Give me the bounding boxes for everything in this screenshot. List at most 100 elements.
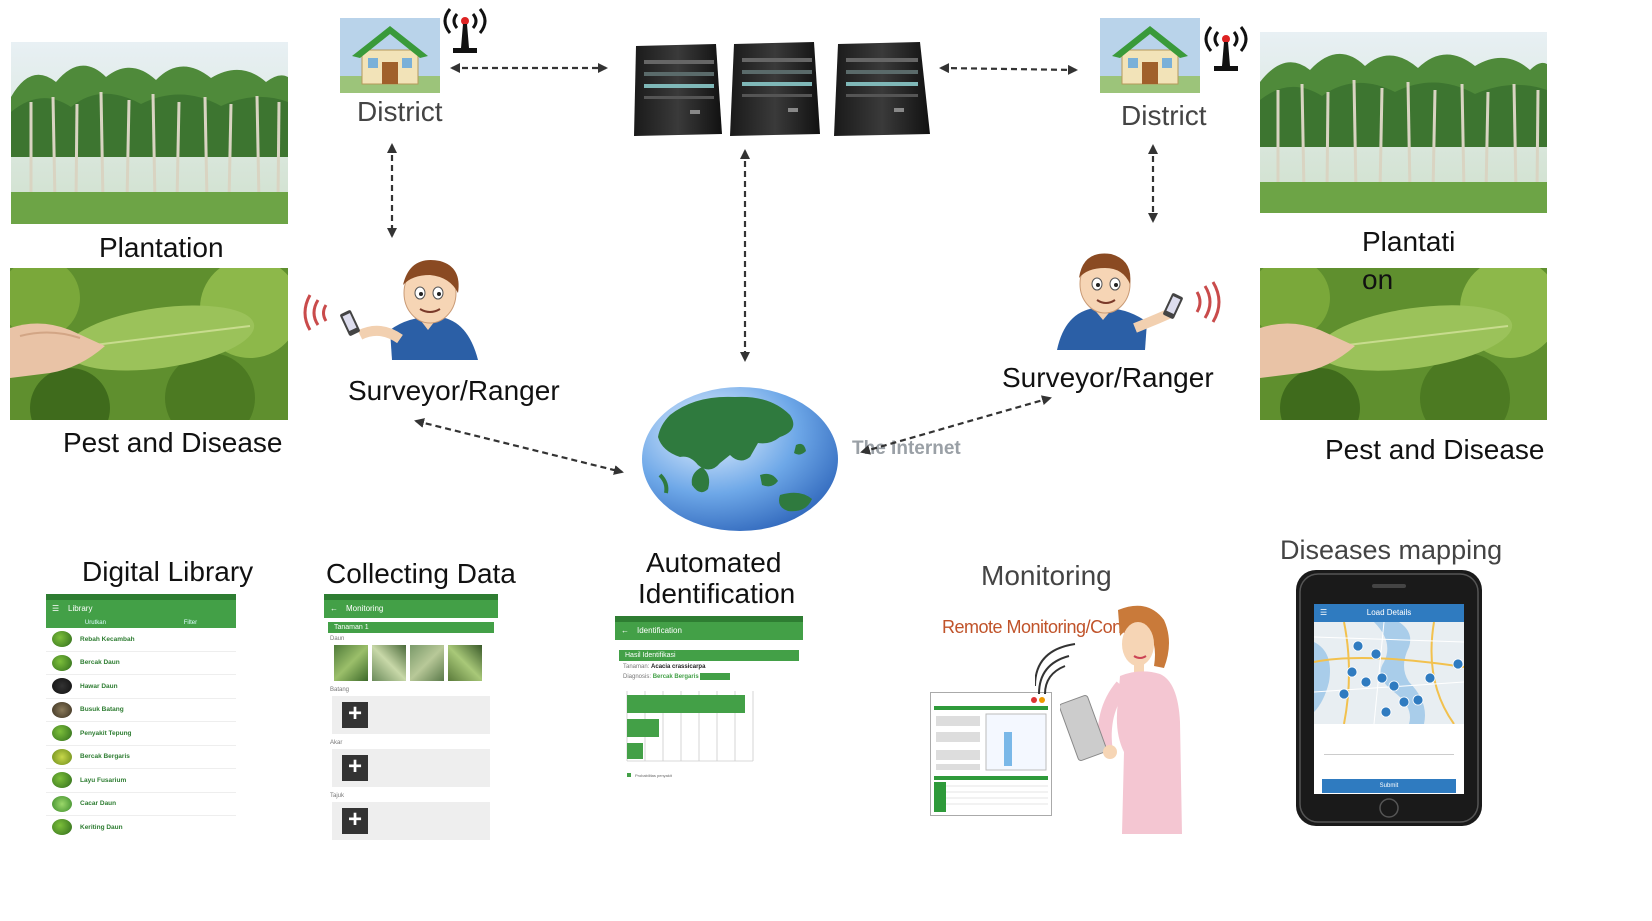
- list-item[interactable]: Rebah Kecambah: [46, 628, 236, 652]
- map-marker-icon: [1338, 688, 1350, 700]
- map-marker-icon: [1360, 676, 1372, 688]
- pest-disease-photo-right: [1260, 268, 1547, 420]
- mapping-screen: ☰ Load Details Submit: [1314, 604, 1464, 794]
- add-tajuk-photo[interactable]: +: [332, 802, 490, 840]
- plus-icon: +: [342, 702, 368, 728]
- leaf-thumbnail: [52, 725, 72, 742]
- leaf-photo[interactable]: [372, 645, 406, 681]
- list-item[interactable]: Penyakit Tepung: [46, 722, 236, 746]
- leaf-photo[interactable]: [334, 645, 368, 681]
- leaf-photo[interactable]: [410, 645, 444, 681]
- map-marker-icon: [1388, 680, 1400, 692]
- plantation-label-right-line2: on: [1362, 264, 1394, 295]
- pest-disease-label-right: Pest and Disease: [1325, 434, 1545, 465]
- library-title: Library: [68, 604, 93, 613]
- disease-location-markers: [1338, 640, 1464, 718]
- leaf-thumbnail: [52, 819, 72, 836]
- leaf-thumbnail: [52, 701, 72, 718]
- list-item[interactable]: Keriting Daun: [46, 816, 236, 837]
- library-tabs: Urutkan Filter: [46, 618, 236, 628]
- field-label-batang: Batang: [330, 687, 350, 693]
- menu-icon[interactable]: ☰: [1320, 608, 1328, 617]
- leaf-thumbnail: [52, 772, 72, 789]
- antenna-icon-right: [1198, 22, 1254, 74]
- district-label-left: District: [357, 96, 443, 127]
- back-arrow-icon[interactable]: ←: [330, 604, 338, 613]
- tab-urutkan[interactable]: Urutkan: [84, 620, 106, 626]
- section-tanaman: Tanaman 1: [328, 622, 494, 633]
- bar-bercak-bergaris: [627, 695, 745, 714]
- district-house-icon-left: [340, 18, 440, 93]
- leaf-thumbnail: [52, 748, 72, 765]
- section-hasil: Hasil Identifikasi: [619, 650, 799, 661]
- surveyor-figure-left: [300, 255, 480, 360]
- mapping-appbar: ☰ Load Details: [1314, 604, 1464, 622]
- pest-disease-photo-left: [10, 268, 288, 420]
- location-input[interactable]: [1324, 740, 1454, 755]
- plus-icon: +: [342, 755, 368, 781]
- back-arrow-icon[interactable]: ←: [621, 626, 629, 635]
- map-marker-icon: [1370, 648, 1382, 660]
- list-item[interactable]: Cacar Daun: [46, 793, 236, 816]
- surveyor-label-left: Surveyor/Ranger: [348, 375, 560, 406]
- surveyor-figure-right: [1055, 250, 1230, 350]
- arrow-surveyor-left-internet: [414, 418, 624, 475]
- more-info-chip[interactable]: [700, 673, 731, 680]
- field-label-akar: Akar: [330, 740, 343, 746]
- list-item[interactable]: Bercak Bergaris: [46, 746, 236, 769]
- map-marker-icon: [1380, 706, 1392, 718]
- library-screen: ☰ Library Urutkan Filter Rebah Kecambah …: [46, 594, 236, 837]
- diagnosis-row: Diagnosis: Bercak Bergaris: [623, 673, 795, 680]
- leaf-thumbnail: [52, 654, 72, 671]
- list-item[interactable]: Busuk Batang: [46, 699, 236, 722]
- tanaman-row: Tanaman: Acacia crassicarpa: [623, 664, 706, 670]
- map-marker-icon: [1346, 666, 1358, 678]
- plantation-photo-right: [1260, 32, 1547, 213]
- map-marker-icon: [1398, 696, 1410, 708]
- monitoring-screen: ← Monitoring Tanaman 1 Daun Batang + Aka…: [324, 594, 498, 844]
- list-item[interactable]: Bercak Daun: [46, 652, 236, 675]
- plantation-label-left: Plantation: [99, 232, 224, 263]
- list-item[interactable]: Layu Fusarium: [46, 769, 236, 793]
- add-batang-photo[interactable]: +: [332, 696, 490, 734]
- remote-monitoring-text: Remote Monitoring/Control: [942, 617, 1145, 637]
- leaf-photo-strip: [334, 645, 488, 681]
- identification-title: Identification: [637, 626, 682, 635]
- plantation-label-right-line1: Plantati: [1362, 226, 1456, 257]
- globe-internet-icon: [640, 385, 840, 533]
- list-item[interactable]: Hawar Daun: [46, 675, 236, 699]
- legend-swatch: [627, 773, 631, 778]
- leaf-thumbnail: [52, 631, 72, 648]
- antenna-icon-left: [437, 4, 493, 56]
- monitoring-appbar: ← Monitoring: [324, 600, 498, 618]
- arrow-servers-district-right: [939, 63, 1078, 75]
- collecting-data-label: Collecting Data: [326, 558, 516, 589]
- automated-identification-label-line1: Automated: [646, 547, 782, 578]
- menu-icon[interactable]: ☰: [52, 604, 60, 613]
- server-cluster-icon: [630, 38, 942, 140]
- plus-icon: +: [342, 808, 368, 834]
- probability-bar-chart: Probabilitas penyakit: [626, 691, 754, 778]
- monitoring-title: Monitoring: [346, 604, 384, 613]
- map-marker-icon: [1452, 658, 1464, 670]
- leaf-thumbnail: [52, 678, 72, 695]
- library-appbar: ☰ Library: [46, 600, 236, 618]
- add-akar-photo[interactable]: +: [332, 749, 490, 787]
- surveyor-label-right: Surveyor/Ranger: [1002, 362, 1214, 393]
- automated-identification-label-line2: Identification: [638, 578, 796, 609]
- leaf-photo[interactable]: [448, 645, 482, 681]
- map-marker-icon: [1412, 694, 1424, 706]
- submit-button[interactable]: Submit: [1322, 779, 1456, 793]
- field-label-daun: Daun: [330, 636, 345, 642]
- pest-disease-label-left: Pest and Disease: [63, 427, 283, 458]
- identification-appbar: ← Identification: [615, 622, 803, 640]
- tab-filter[interactable]: Filter: [183, 620, 198, 626]
- digital-library-label: Digital Library: [82, 556, 254, 587]
- identification-screen: ← Identification Hasil Identifikasi Tana…: [615, 616, 803, 874]
- map-marker-icon: [1352, 640, 1364, 652]
- field-label-tajuk: Tajuk: [330, 793, 345, 799]
- mapping-title: Load Details: [1366, 608, 1412, 617]
- district-house-icon-right: [1100, 18, 1200, 93]
- disease-map[interactable]: [1314, 622, 1464, 724]
